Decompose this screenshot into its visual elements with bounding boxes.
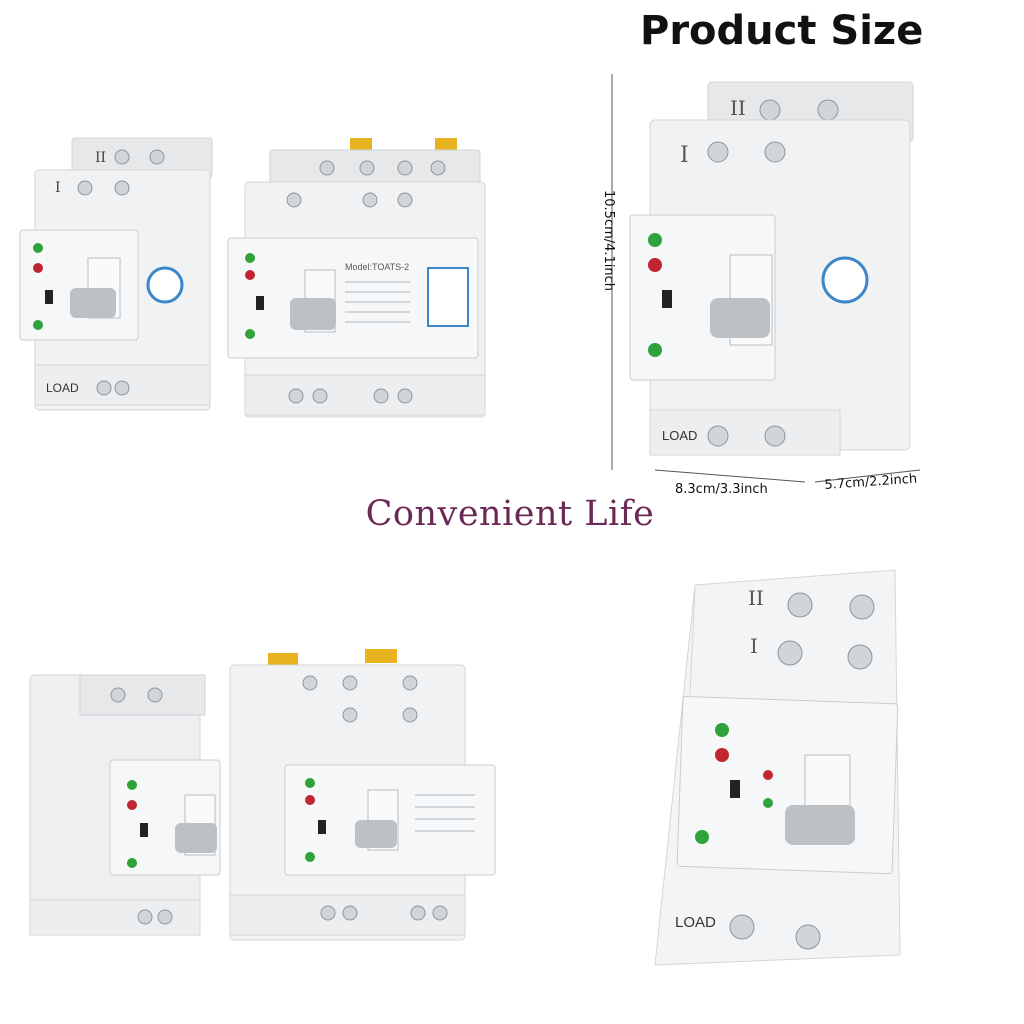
rotated-double-switch — [229, 649, 496, 941]
tagline: Convenient Life — [365, 494, 655, 534]
product-size-diagram: II I LOAD — [610, 70, 1024, 500]
svg-text:II: II — [730, 96, 746, 120]
svg-text:I: I — [750, 634, 758, 658]
single-pole-switch: II I LOAD — [19, 137, 213, 411]
top-left-product-photo: II I LOAD — [0, 120, 520, 440]
svg-text:I: I — [680, 143, 689, 168]
rotated-single-switch — [29, 674, 221, 936]
height-dimension: 10.5cm/4.1inch — [601, 190, 616, 292]
bottom-right-product-photo: II I LOAD — [650, 565, 910, 970]
page-title: Product Size — [640, 8, 924, 54]
bottom-left-product-photo — [20, 645, 520, 945]
load-label: LOAD — [46, 381, 79, 395]
source-2-label: II — [95, 150, 106, 166]
svg-text:LOAD: LOAD — [662, 428, 697, 443]
double-pole-switch: Model:TOATS-2 — [227, 138, 486, 418]
svg-text:LOAD: LOAD — [675, 914, 716, 931]
model-label: Model:TOATS-2 — [345, 262, 409, 272]
source-1-label: I — [55, 180, 61, 196]
svg-text:II: II — [748, 586, 764, 610]
width-dimension: 8.3cm/3.3inch — [675, 482, 768, 497]
